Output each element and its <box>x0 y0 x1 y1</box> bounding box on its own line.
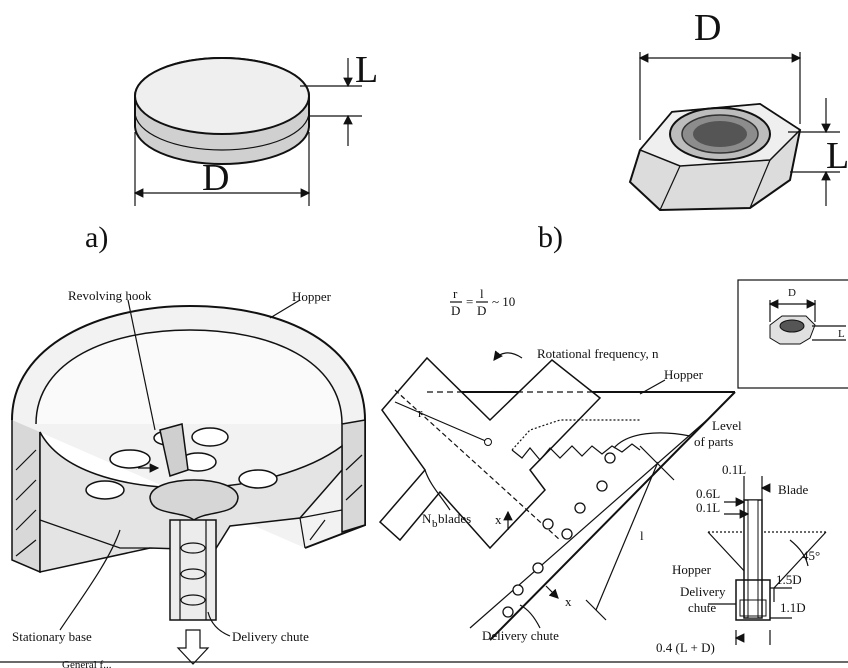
label-r: r <box>418 405 423 420</box>
inset-dim-D: D <box>788 287 796 299</box>
panel-b-dim-D: D <box>694 7 721 49</box>
blade-detail-drawing <box>707 476 827 645</box>
svg-text:=: = <box>466 294 473 309</box>
label-x1: x <box>495 512 502 527</box>
svg-text:b: b <box>432 518 438 530</box>
svg-text:N: N <box>422 511 432 526</box>
formula: r D = l D ~ 10 <box>450 286 515 318</box>
label-rotational-frequency: Rotational frequency, n <box>537 346 659 361</box>
svg-text:D: D <box>477 303 486 318</box>
label-revolving-hook: Revolving hook <box>68 288 152 303</box>
panel-a-dim-L: L <box>355 49 378 91</box>
svg-text:r: r <box>453 286 458 301</box>
label-blades: N b blades <box>422 511 471 530</box>
detail-blade: Blade <box>778 482 809 497</box>
label-delivery-chute-right: Delivery chute <box>482 628 559 643</box>
detail-1-5D: 1.5D <box>776 572 802 587</box>
panel-b-nut <box>628 52 840 212</box>
label-hopper-right: Hopper <box>664 367 704 382</box>
label-delivery-chute-left: Delivery chute <box>232 629 309 644</box>
svg-text:l: l <box>480 286 484 301</box>
label-level-1: Level <box>712 418 742 433</box>
label-l: l <box>640 528 644 543</box>
detail-delivery-2: chute <box>688 600 716 615</box>
svg-text:~ 10: ~ 10 <box>492 294 515 309</box>
revolving-hook-hopper-drawing <box>11 299 366 665</box>
panel-a-caption: a) <box>85 221 108 254</box>
detail-delivery-1: Delivery <box>680 584 726 599</box>
detail-t2: 0.6L <box>696 486 720 501</box>
panel-a-disc <box>133 57 362 206</box>
label-level-2: of parts <box>694 434 733 449</box>
detail-t1: 0.1L <box>722 462 746 477</box>
panel-b-dim-L: L <box>826 135 848 177</box>
label-stationary-base: Stationary base <box>12 629 92 644</box>
label-bottom-cut: General f... <box>62 659 112 668</box>
svg-text:D: D <box>451 303 460 318</box>
label-hopper-left: Hopper <box>292 289 332 304</box>
detail-hopper: Hopper <box>672 562 712 577</box>
detail-bottom: 0.4 (L + D) <box>656 640 715 655</box>
panel-a-dim-D: D <box>202 157 229 199</box>
svg-text:blades: blades <box>438 511 471 526</box>
detail-angle: 45° <box>802 548 820 563</box>
detail-1-1D: 1.1D <box>780 600 806 615</box>
panel-b-caption: b) <box>538 221 563 254</box>
blade-feeder-drawing <box>378 279 848 641</box>
detail-t3: 0.1L <box>696 500 720 515</box>
inset-dim-L: L <box>838 328 845 340</box>
label-x2: x <box>565 594 572 609</box>
